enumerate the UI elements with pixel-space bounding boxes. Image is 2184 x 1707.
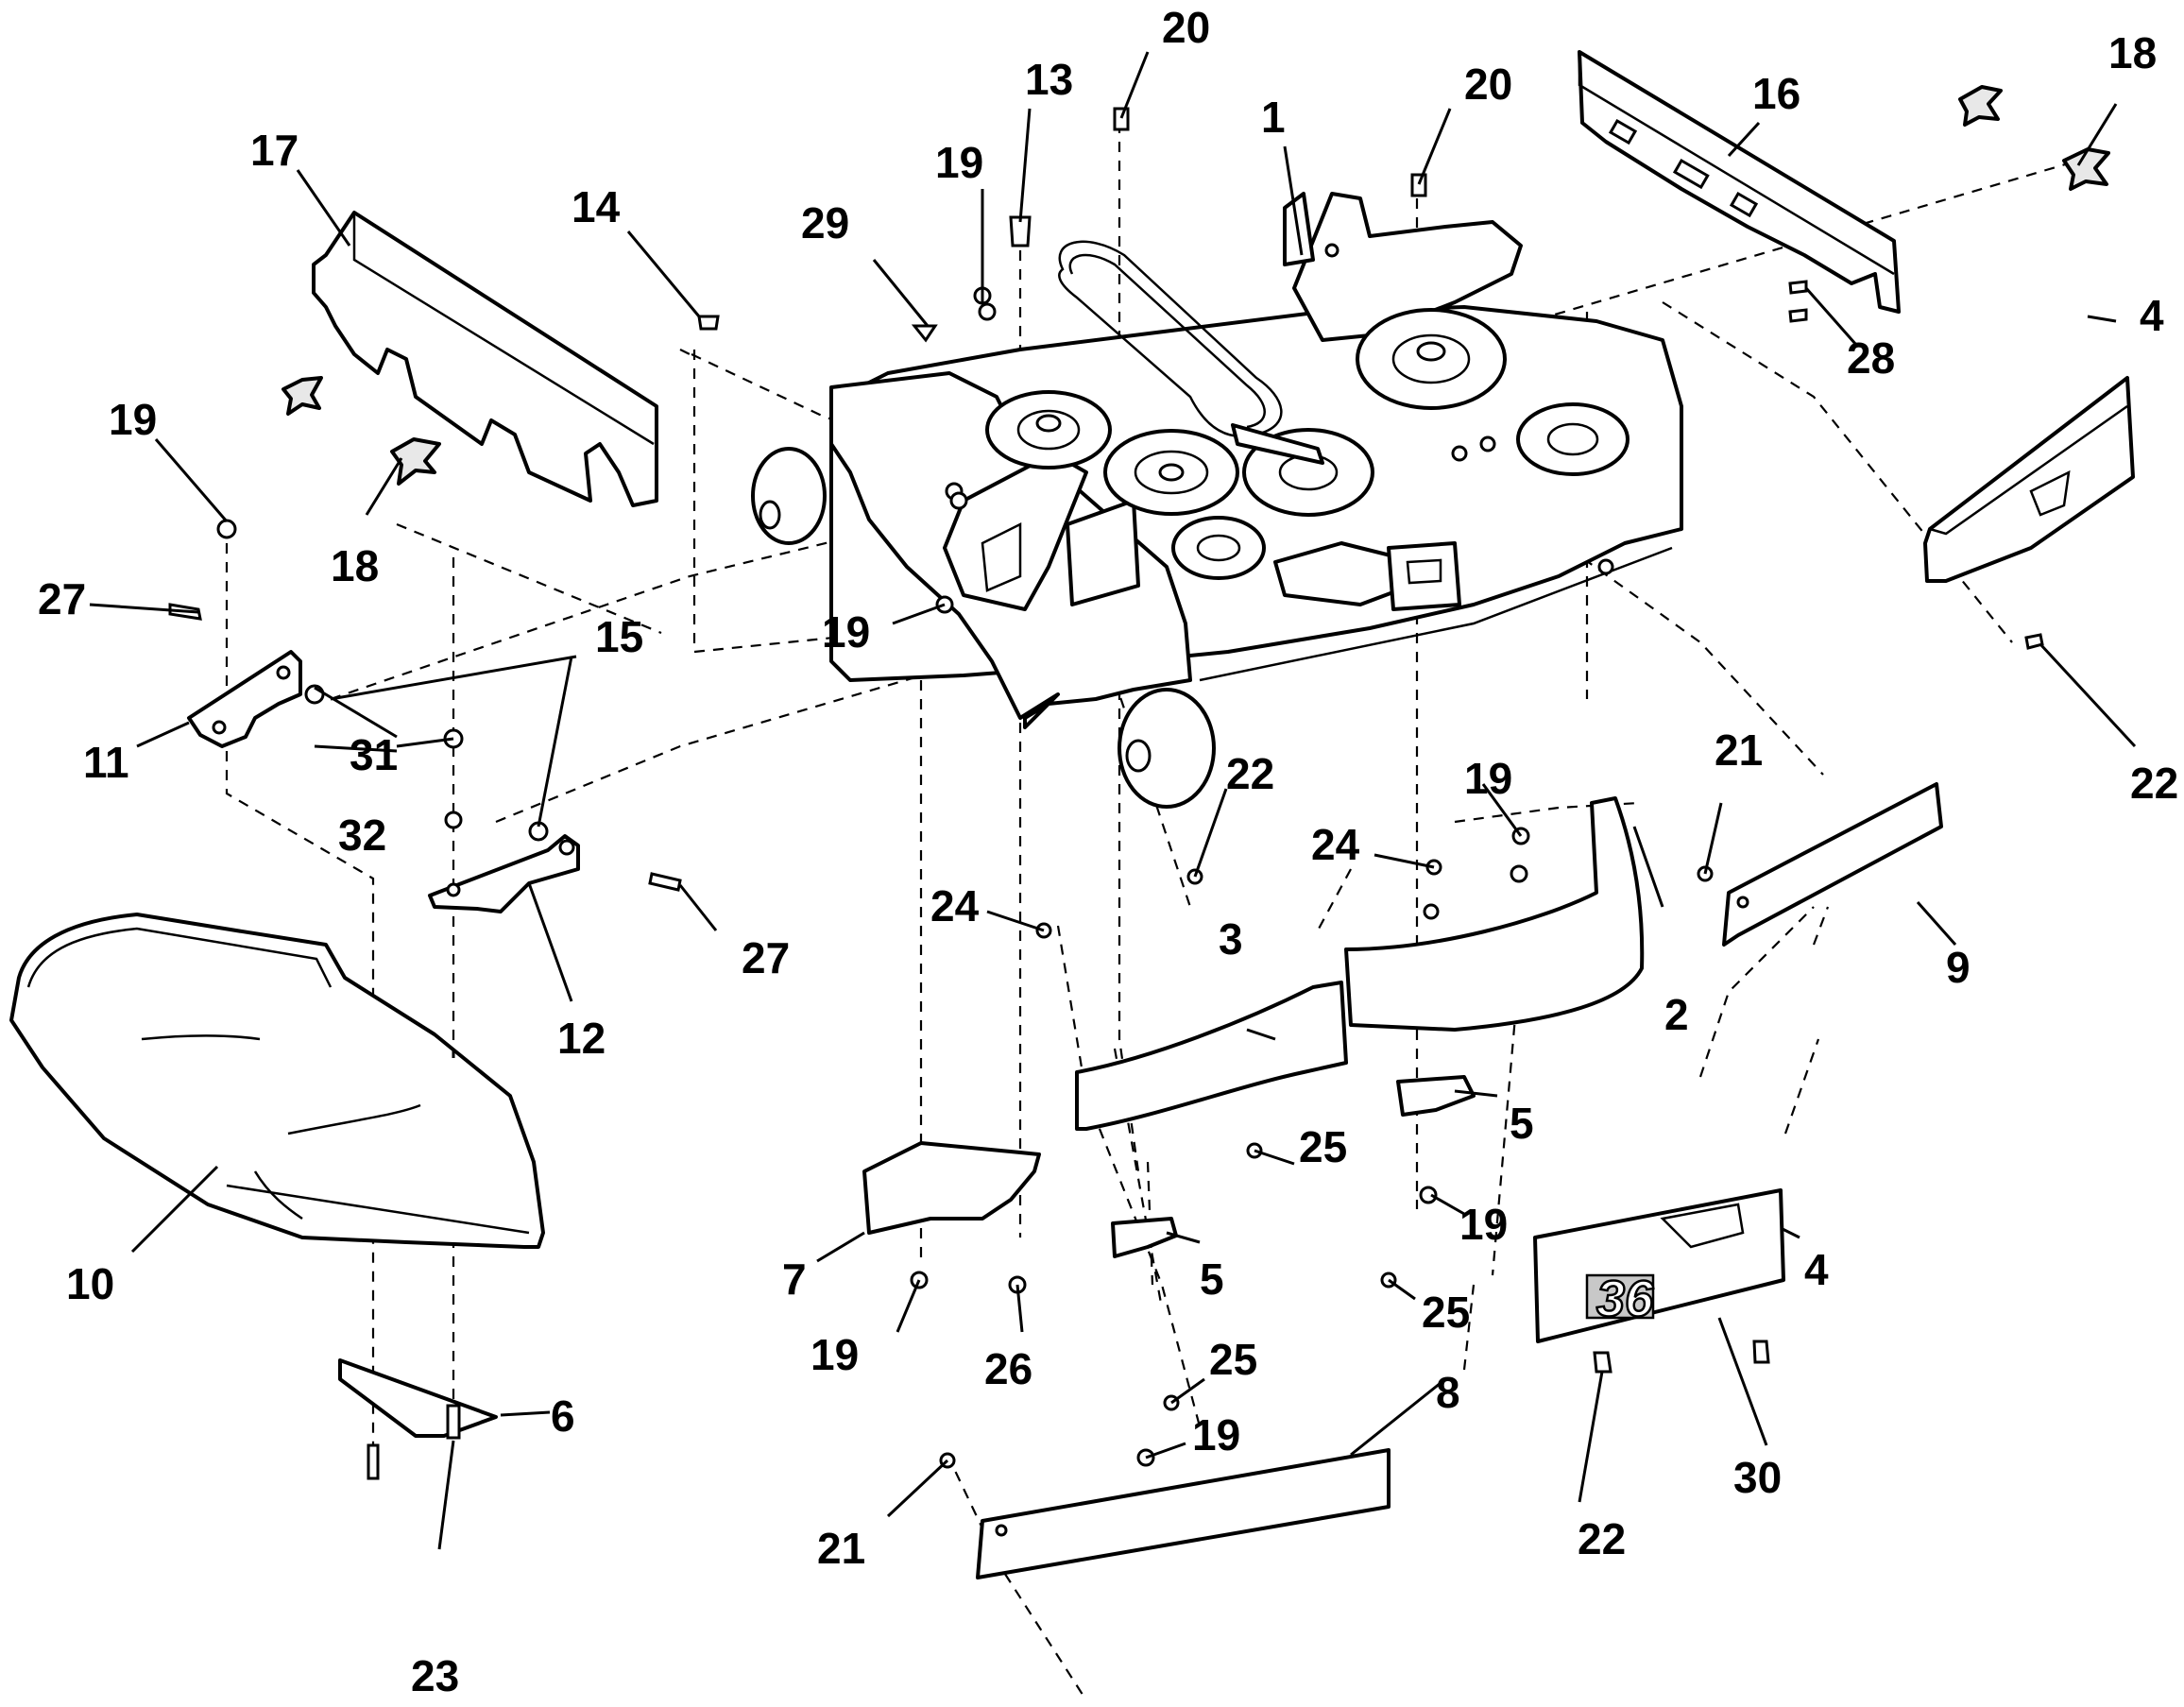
callout-31: 31 [350,730,398,779]
idler-pulley [1171,516,1266,580]
callout-3: 3 [1219,914,1243,964]
callout-28: 28 [1847,333,1895,383]
callout-6: 6 [551,1391,575,1441]
leader-lines [89,51,2137,1550]
callout-5-right: 5 [1510,1099,1534,1148]
front-wheel-right [1118,688,1216,809]
callout-22-bottom: 22 [1578,1514,1626,1563]
callout-19-bottom: 19 [1192,1410,1240,1459]
part-4-side-panel-lower: 36 [1533,1188,1785,1343]
callout-11: 11 [83,738,129,787]
part-17-left-belt-shield [312,211,658,507]
callout-17: 17 [250,126,299,175]
callout-30: 30 [1733,1453,1782,1502]
part-3-baffle [1075,981,1348,1131]
callout-26: 26 [984,1344,1032,1393]
callout-24-right: 24 [1311,820,1360,869]
part-8-skid [976,1448,1391,1579]
hardware [168,107,2044,1480]
callout-5-left: 5 [1200,1255,1224,1304]
callout-19-bottom-left: 19 [810,1330,859,1379]
part-18-knob-right-upper [1958,85,2003,127]
part-16-right-belt-shield [1578,50,1901,314]
part-9-skid [1722,782,1943,947]
part-1-mower-deck [751,192,1683,809]
callout-19-top: 19 [935,138,983,187]
part-6-chute-plate [338,1358,498,1438]
part-7-plate [862,1141,1041,1235]
callout-12: 12 [557,1014,606,1063]
callout-7: 7 [782,1255,807,1304]
callout-22-middle: 22 [1226,749,1274,798]
callout-10: 10 [66,1259,114,1308]
callout-labels: 1 2 3 4 4 5 5 6 7 8 9 10 11 12 13 14 15 … [38,3,2178,1700]
callout-4-upper: 4 [2140,291,2164,340]
part-2-baffle [1344,796,1645,1032]
callout-25-bottom: 25 [1209,1335,1257,1384]
callout-9: 9 [1946,943,1971,992]
callout-1: 1 [1261,93,1286,142]
part-5-bracket-left [1111,1217,1178,1258]
part-10-discharge-chute [9,913,545,1249]
part-18-knob-left [390,437,441,486]
callout-29: 29 [801,198,849,248]
callout-8: 8 [1436,1368,1460,1417]
part-5-bracket-right [1396,1075,1476,1117]
callout-20-right: 20 [1464,60,1512,109]
part-30-decal [1585,1273,1655,1320]
callout-24-left: 24 [930,881,980,930]
callout-19-right-lower: 19 [1459,1200,1508,1249]
callout-18-right: 18 [2108,28,2157,77]
callout-16: 16 [1752,69,1800,118]
callout-23: 23 [411,1651,459,1700]
part-18-knob-right [2062,147,2110,191]
callout-19-upper-left: 19 [109,395,157,444]
callout-32: 32 [338,811,386,860]
part-12-bracket [428,834,580,913]
callout-27-right: 27 [742,933,790,982]
callout-22-right: 22 [2130,759,2178,808]
part-4-side-panel-upper [1923,376,2135,583]
part-18-knob-left-upper [282,376,323,416]
callout-25-right: 25 [1422,1288,1470,1337]
callout-18-left: 18 [331,541,379,590]
callout-2: 2 [1664,990,1689,1039]
callout-13: 13 [1025,55,1073,104]
callout-20-left: 20 [1162,3,1210,52]
callout-21-right: 21 [1715,725,1763,775]
front-wheel-left [751,447,827,545]
callout-27-left: 27 [38,574,86,623]
callout-15: 15 [595,612,643,661]
callout-14: 14 [572,182,621,231]
callout-19-middle: 19 [822,607,870,657]
decal-36-text: 36 [1596,1271,1654,1327]
callout-19-right: 19 [1464,754,1512,803]
pulley-right [1516,402,1629,476]
callout-4-lower: 4 [1804,1245,1829,1294]
callout-21-bottom: 21 [817,1524,865,1573]
callout-25-middle: 25 [1299,1122,1347,1171]
